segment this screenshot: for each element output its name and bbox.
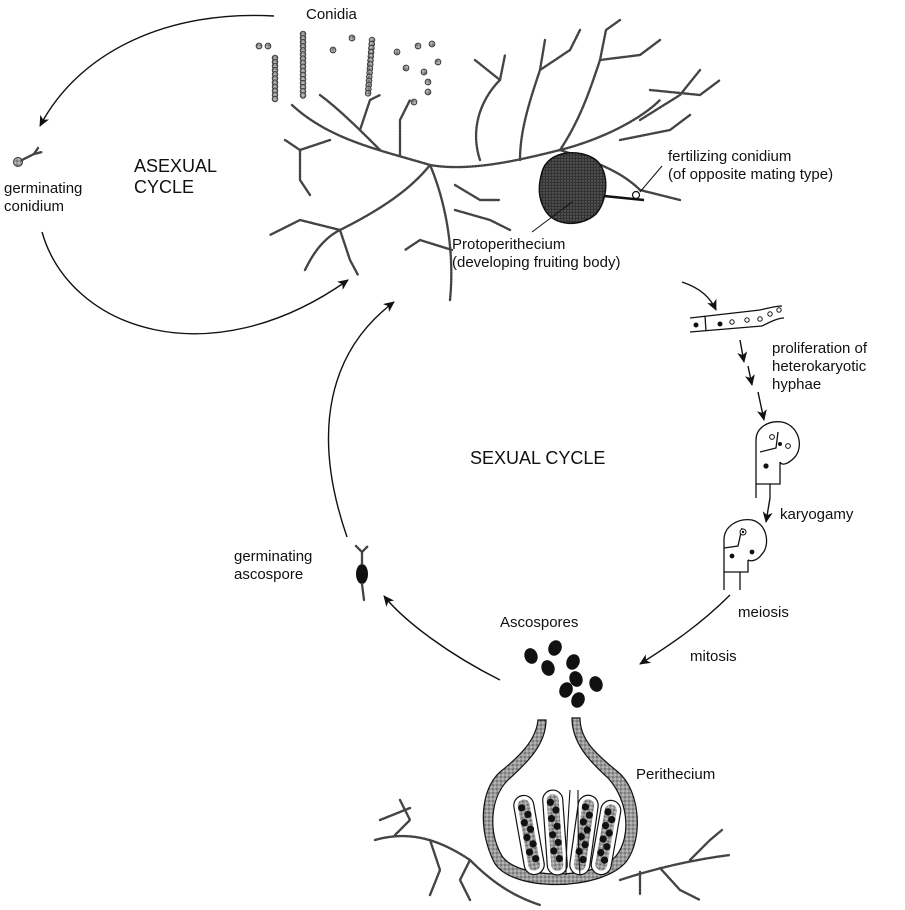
proliferation-arrow-1 — [740, 340, 744, 362]
label-perithecium: Perithecium — [636, 766, 715, 784]
label-karyogamy: karyogamy — [780, 506, 853, 524]
germinating-ascospore-icon — [356, 546, 368, 600]
proliferation-arrow-3 — [758, 392, 764, 420]
ascospore-icon — [522, 638, 605, 710]
label-meiosis: meiosis — [738, 604, 789, 622]
asexual-arrow-bottom — [42, 232, 348, 334]
proliferation-arrow-2 — [748, 366, 752, 385]
sexual-arrow-left — [329, 302, 394, 537]
asexual-arrow-top — [40, 15, 274, 126]
to-proliferation-arrow — [682, 282, 716, 310]
label-mitosis: mitosis — [690, 648, 737, 666]
label-asexual-cycle: ASEXUAL CYCLE — [134, 156, 217, 198]
label-ascospores: Ascospores — [500, 614, 578, 632]
germinating-conidium-icon — [14, 148, 43, 167]
crozier-icon — [756, 422, 799, 498]
label-proliferation: proliferation of heterokaryotic hyphae — [772, 340, 867, 394]
label-fertilizing-conidium: fertilizing conidium (of opposite mating… — [668, 148, 833, 184]
heterokaryotic-hypha-icon — [690, 306, 784, 332]
conidium-chain-icon — [256, 31, 441, 105]
label-germinating-conidium: germinating conidium — [4, 180, 82, 216]
karyogamy-arrow — [766, 498, 770, 522]
label-germinating-ascospore: germinating ascospore — [234, 548, 312, 584]
protoperithecium-icon — [539, 153, 605, 224]
label-sexual-cycle: SEXUAL CYCLE — [470, 448, 605, 469]
label-conidia: Conidia — [306, 6, 357, 24]
crozier-karyogamy-icon — [724, 520, 767, 590]
label-protoperithecium: Protoperithecium (developing fruiting bo… — [452, 236, 620, 272]
ascus-icon — [512, 789, 622, 876]
ascospore-to-germ-arrow — [384, 596, 500, 680]
